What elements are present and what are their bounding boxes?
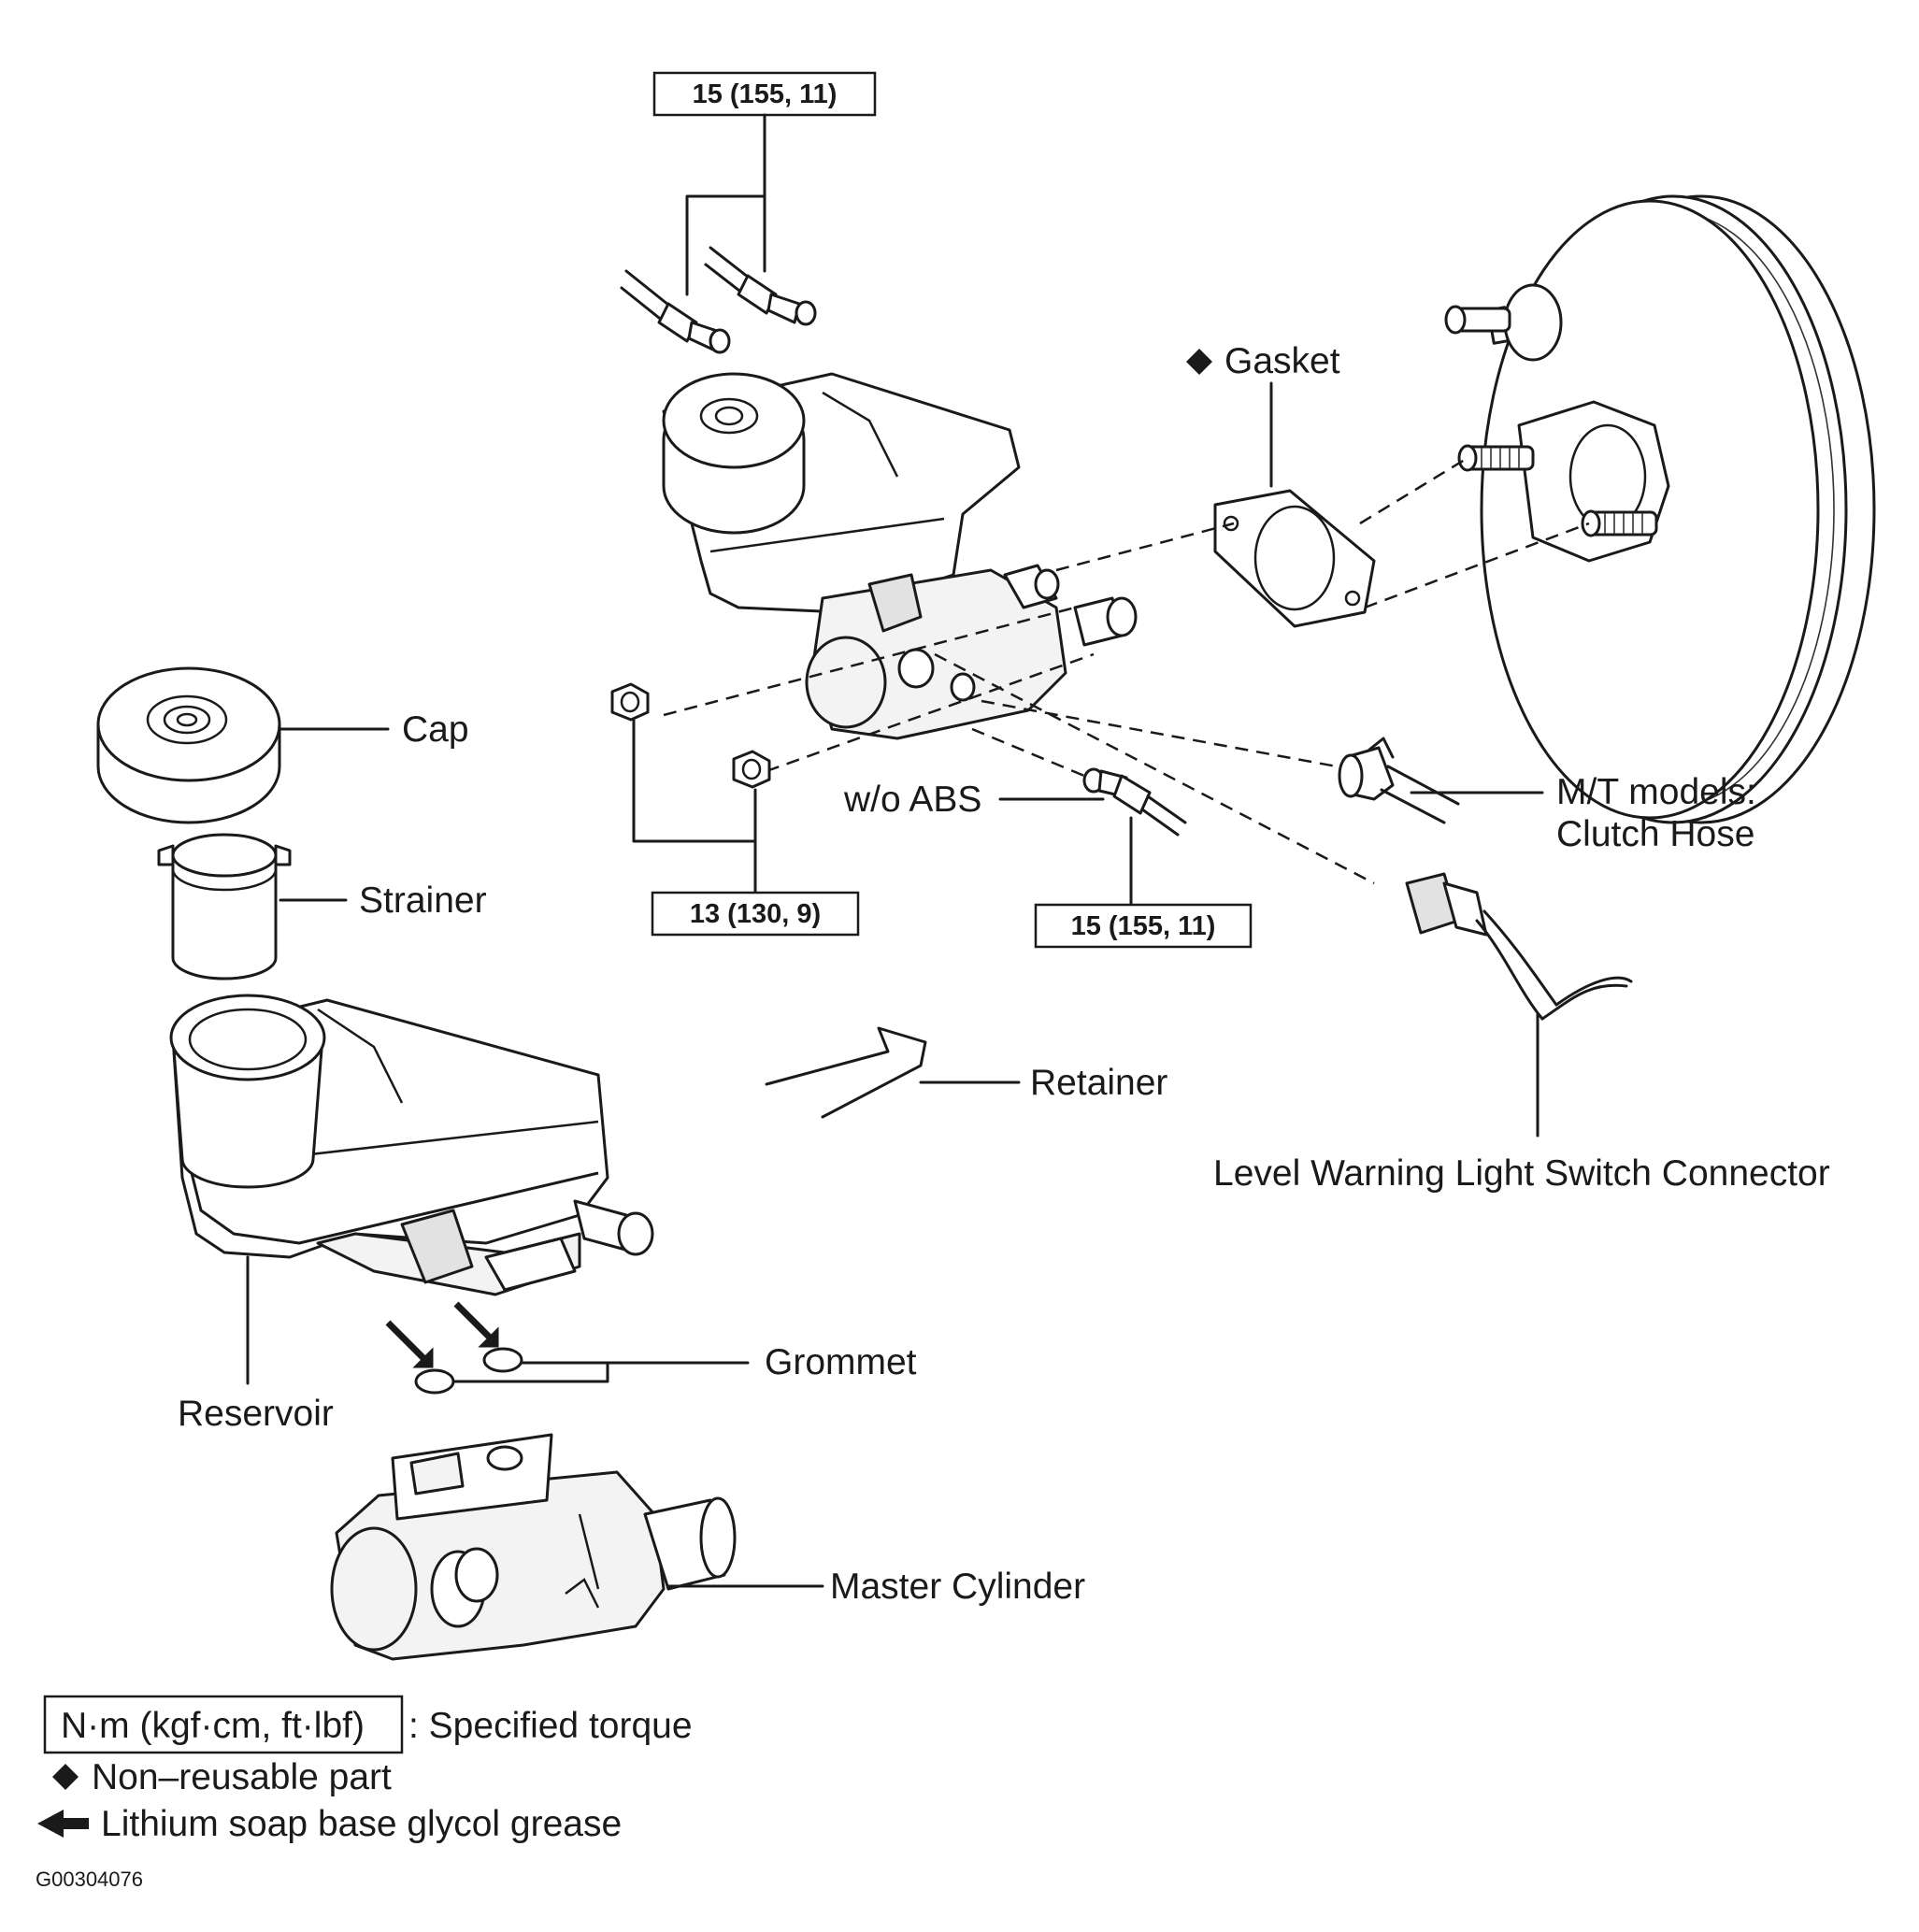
cap-part xyxy=(96,666,281,824)
master-cylinder-part xyxy=(330,1433,737,1661)
strainer-part xyxy=(157,833,292,980)
retainer-label: Retainer xyxy=(1030,1063,1167,1103)
assembled-master-cylinder xyxy=(662,372,1138,740)
legend-unit-box xyxy=(43,1695,404,1754)
grommet-parts xyxy=(385,1301,523,1395)
legend-unit-desc: : Specified torque xyxy=(408,1706,693,1746)
master-cylinder-label: Master Cylinder xyxy=(830,1567,1085,1607)
gasket-part xyxy=(1213,489,1376,628)
legend-diamond-icon xyxy=(52,1764,79,1790)
mounting-nuts xyxy=(610,682,771,789)
alignment-dashed-lines xyxy=(663,456,1590,885)
figure-code: G00304076 xyxy=(36,1868,143,1891)
cap-label: Cap xyxy=(402,709,469,750)
mt-models-label: M/T models: xyxy=(1556,772,1756,812)
non-reusable-diamond-icon xyxy=(1186,349,1212,375)
gasket-label: Gasket xyxy=(1224,341,1340,381)
torque-value-wo-abs: 15 (155, 11) xyxy=(1071,911,1216,941)
clutch-hose xyxy=(1338,737,1460,824)
grommet-leader-line xyxy=(451,1361,750,1383)
legend-unit-text: N·m (kgf·cm, ft·lbf) xyxy=(61,1706,365,1746)
wo-abs-label: w/o ABS xyxy=(843,780,981,820)
top-brake-lines xyxy=(620,246,817,354)
legend-grease-arrow-icon xyxy=(37,1810,89,1838)
torque-box-top xyxy=(652,71,877,117)
reservoir-label: Reservoir xyxy=(178,1394,334,1434)
strainer-label: Strainer xyxy=(359,880,487,921)
legend-grease: Lithium soap base glycol grease xyxy=(101,1804,622,1844)
legend-non-reusable: Non–reusable part xyxy=(92,1757,392,1797)
nut-torque-leader-line xyxy=(632,718,757,894)
retainer-part xyxy=(765,1026,927,1119)
torque-box-wo-abs xyxy=(1034,903,1253,949)
legend: N·m (kgf·cm, ft·lbf) : Specified torque … xyxy=(37,1695,693,1844)
reservoir-part xyxy=(169,994,654,1296)
brake-booster xyxy=(1444,194,1876,824)
torque-value-nuts: 13 (130, 9) xyxy=(690,899,821,929)
wo-abs-brake-line xyxy=(1082,767,1187,837)
clutch-hose-label: Clutch Hose xyxy=(1556,814,1754,854)
torque-value-top: 15 (155, 11) xyxy=(693,79,838,109)
grommet-label: Grommet xyxy=(765,1342,917,1382)
level-warning-label: Level Warning Light Switch Connector xyxy=(1213,1153,1830,1194)
torque-box-nuts xyxy=(651,891,860,937)
torque-top-leader-line xyxy=(685,113,766,296)
level-warning-connector xyxy=(1405,872,1633,1021)
